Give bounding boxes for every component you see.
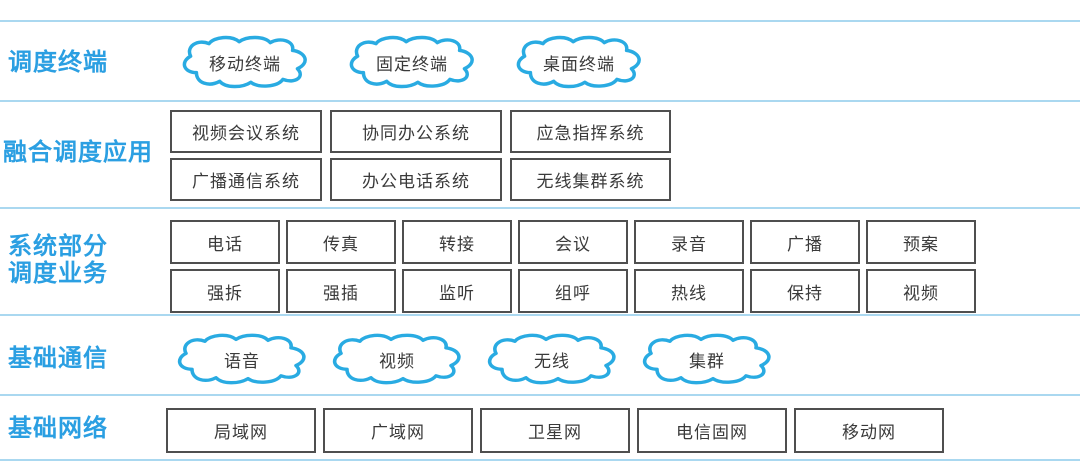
- app-box-office-telephone: 办公电话系统: [330, 158, 502, 201]
- service-box-recording: 录音: [634, 220, 744, 264]
- dispatch-services-grid: 电话 传真 转接 会议 录音 广播 预案 强拆 强插 监听 组呼 热线 保持 视…: [170, 220, 976, 313]
- services-row-1: 电话 传真 转接 会议 录音 广播 预案: [170, 220, 976, 264]
- service-box-conference: 会议: [518, 220, 628, 264]
- apps-row-1: 视频会议系统 协同办公系统 应急指挥系统: [170, 110, 671, 153]
- service-box-hotline: 热线: [634, 269, 744, 313]
- service-box-broadcast: 广播: [750, 220, 860, 264]
- section-label-basic-network: 基础网络: [8, 415, 108, 442]
- service-box-plan: 预案: [866, 220, 976, 264]
- cloud-label: 无线: [534, 351, 570, 371]
- app-box-wireless-trunking: 无线集群系统: [510, 158, 671, 201]
- cloud-fixed-terminal: 固定终端: [344, 33, 480, 91]
- cloud-mobile-terminal: 移动终端: [177, 33, 313, 91]
- divider-line-3: [0, 207, 1080, 209]
- cloud-label: 桌面终端: [543, 54, 615, 74]
- terminal-clouds-row: 移动终端 固定终端 桌面终端: [177, 33, 647, 91]
- section-label-line-1: 系统部分: [8, 233, 108, 260]
- cloud-label: 移动终端: [209, 54, 281, 74]
- service-box-force-insert: 强插: [286, 269, 396, 313]
- service-box-hold: 保持: [750, 269, 860, 313]
- service-box-transfer: 转接: [402, 220, 512, 264]
- divider-line-bottom: [0, 459, 1080, 461]
- divider-line-5: [0, 394, 1080, 396]
- cloud-label: 集群: [689, 351, 725, 371]
- service-box-monitor: 监听: [402, 269, 512, 313]
- converged-apps-grid: 视频会议系统 协同办公系统 应急指挥系统 广播通信系统 办公电话系统 无线集群系…: [170, 110, 671, 201]
- service-box-fax: 传真: [286, 220, 396, 264]
- cloud-wireless: 无线: [482, 331, 622, 387]
- cloud-desktop-terminal: 桌面终端: [511, 33, 647, 91]
- network-box-wan: 广域网: [323, 408, 473, 453]
- app-box-collaborative-office: 协同办公系统: [330, 110, 502, 153]
- service-box-group-call: 组呼: [518, 269, 628, 313]
- cloud-trunking: 集群: [637, 331, 777, 387]
- service-box-force-release: 强拆: [170, 269, 280, 313]
- section-label-converged-apps: 融合调度应用: [3, 139, 153, 166]
- network-box-telecom-fixed: 电信固网: [637, 408, 787, 453]
- section-label-basic-communication: 基础通信: [8, 345, 108, 372]
- cloud-voice: 语音: [172, 331, 312, 387]
- network-box-satellite: 卫星网: [480, 408, 630, 453]
- apps-row-2: 广播通信系统 办公电话系统 无线集群系统: [170, 158, 671, 201]
- divider-line-4: [0, 314, 1080, 316]
- divider-line-top: [0, 20, 1080, 22]
- cloud-label: 语音: [224, 351, 260, 371]
- section-label-dispatch-terminal: 调度终端: [8, 49, 108, 76]
- section-label-dispatch-services: 系统部分 调度业务: [8, 233, 108, 287]
- app-box-broadcast-communication: 广播通信系统: [170, 158, 322, 201]
- app-box-video-conference: 视频会议系统: [170, 110, 322, 153]
- app-box-emergency-command: 应急指挥系统: [510, 110, 671, 153]
- basic-communication-clouds-row: 语音 视频 无线 集群: [172, 331, 777, 387]
- cloud-label: 视频: [379, 351, 415, 371]
- network-box-mobile: 移动网: [794, 408, 944, 453]
- basic-network-grid: 局域网 广域网 卫星网 电信固网 移动网: [166, 408, 944, 453]
- services-row-2: 强拆 强插 监听 组呼 热线 保持 视频: [170, 269, 976, 313]
- service-box-video: 视频: [866, 269, 976, 313]
- cloud-label: 固定终端: [376, 54, 448, 74]
- service-box-telephone: 电话: [170, 220, 280, 264]
- cloud-video: 视频: [327, 331, 467, 387]
- section-label-line-2: 调度业务: [8, 260, 108, 287]
- network-row: 局域网 广域网 卫星网 电信固网 移动网: [166, 408, 944, 453]
- network-box-lan: 局域网: [166, 408, 316, 453]
- divider-line-2: [0, 100, 1080, 102]
